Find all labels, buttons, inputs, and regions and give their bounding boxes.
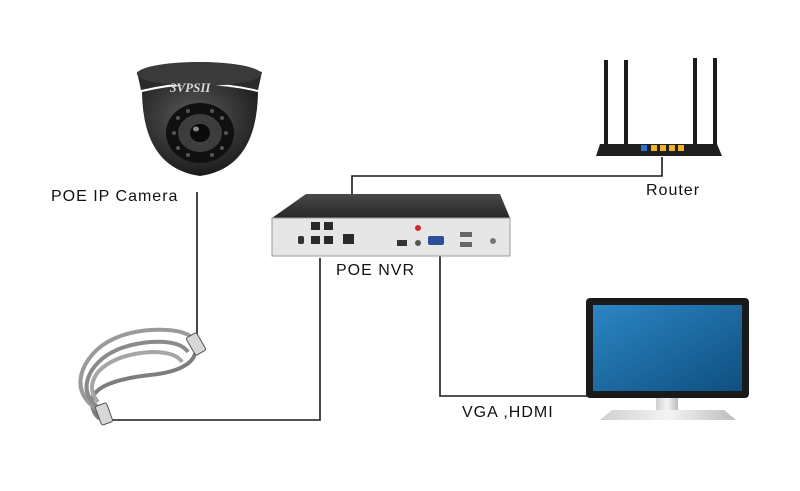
dome-camera-icon: 3VPSII xyxy=(137,62,262,176)
wire-cable-to-nvr xyxy=(108,258,320,420)
wire-nvr-to-monitor xyxy=(440,244,598,396)
nvr-label: POE NVR xyxy=(336,262,415,280)
camera-label: POE IP Camera xyxy=(51,188,178,206)
nvr-recorder-icon xyxy=(272,194,510,256)
ethernet-cable-icon xyxy=(80,330,206,426)
router-label: Router xyxy=(646,182,700,200)
router-icon xyxy=(596,58,722,156)
camera-brand-logo: 3VPSII xyxy=(169,80,211,95)
monitor-icon xyxy=(586,298,749,420)
video-output-label: VGA ,HDMI xyxy=(462,404,554,422)
